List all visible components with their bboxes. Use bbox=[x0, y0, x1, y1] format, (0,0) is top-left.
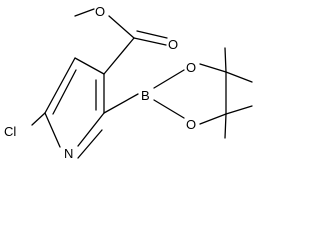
bond-ring-double-3 bbox=[77, 129, 103, 159]
bond-ester-o-methyl bbox=[74, 8, 95, 17]
atom-label-b: B bbox=[141, 88, 150, 103]
bond-c4-carbonyl bbox=[103, 37, 135, 75]
bond-c2-c1 bbox=[44, 57, 76, 114]
bond-boron-o-upper bbox=[153, 69, 185, 89]
bond-carbonyl-double-1 bbox=[133, 37, 167, 46]
atom-label-o-upper: O bbox=[186, 60, 196, 75]
bond-carbonyl-double-2 bbox=[136, 30, 168, 39]
bond-c1-c4 bbox=[74, 57, 105, 75]
methyl-ester-group bbox=[74, 8, 168, 75]
bond-n-c2 bbox=[44, 112, 61, 148]
atom-label-o-ester: O bbox=[95, 4, 105, 19]
bond-methyl-1 bbox=[224, 47, 227, 73]
bond-o-upper-c bbox=[199, 63, 227, 73]
atom-label-n: N bbox=[64, 146, 73, 161]
bond-methyl-3 bbox=[225, 105, 253, 115]
atom-label-cl: Cl bbox=[4, 124, 16, 139]
bond-boron-o-lower bbox=[153, 99, 185, 119]
structure-canvas: Cl N B O O O O bbox=[4, 4, 253, 161]
bond-o-lower-c bbox=[199, 113, 227, 125]
bond-carbonyl-ester-o bbox=[108, 15, 135, 39]
bond-c3-n-upper bbox=[77, 112, 105, 147]
bond-methyl-4 bbox=[224, 113, 227, 139]
bond-c3-boron bbox=[103, 93, 139, 114]
pyridine-ring bbox=[44, 57, 105, 159]
molecule-structure: Cl N B O O O O bbox=[4, 4, 253, 161]
atom-label-o-carbonyl: O bbox=[168, 37, 178, 52]
bond-c2-cl bbox=[31, 112, 46, 126]
bond-ring-double-2 bbox=[52, 69, 77, 115]
pinacol-boronate-group bbox=[103, 47, 253, 139]
bond-methyl-2 bbox=[225, 71, 253, 83]
atom-label-o-lower: O bbox=[186, 117, 196, 132]
